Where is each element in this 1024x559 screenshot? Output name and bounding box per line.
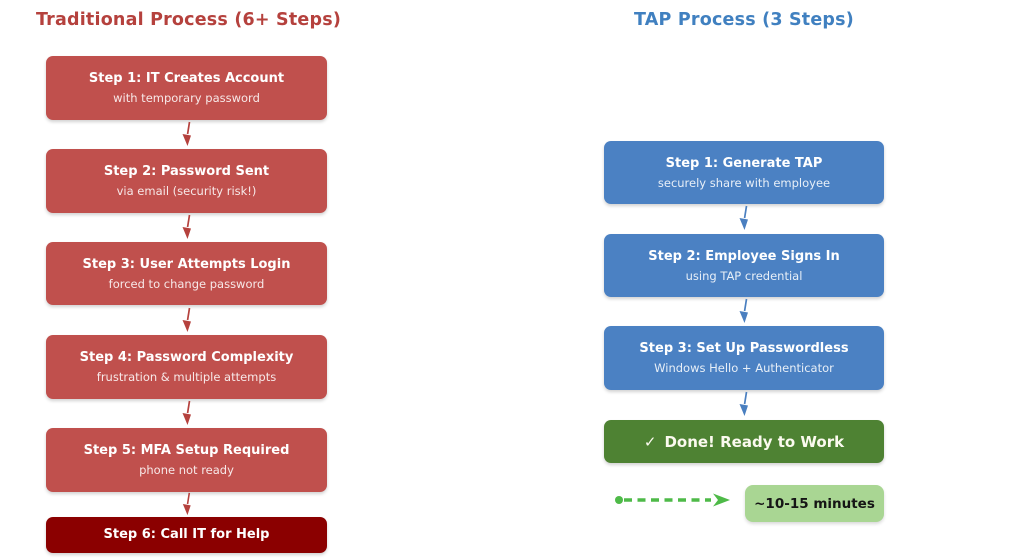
step-subtitle: securely share with employee	[657, 175, 831, 190]
step-subtitle: forced to change password	[108, 276, 265, 291]
step-title: Step 5: MFA Setup Required	[83, 443, 290, 458]
step-title: Step 6: Call IT for Help	[103, 527, 270, 542]
step-title: Step 1: IT Creates Account	[88, 71, 285, 86]
tap-step-3: Step 3: Set Up Passwordless Windows Hell…	[604, 326, 884, 390]
step-title: Step 2: Employee Signs In	[648, 248, 840, 264]
tap-step-2: Step 2: Employee Signs In using TAP cred…	[604, 234, 884, 297]
traditional-process-title: Traditional Process (6+ Steps)	[35, 10, 342, 30]
tap-step-1: Step 1: Generate TAP securely share with…	[604, 141, 884, 204]
time-badge: ~10-15 minutes	[745, 485, 884, 522]
traditional-step-3: Step 3: User Attempts Login forced to ch…	[46, 242, 327, 305]
down-arrow-icon	[182, 121, 191, 146]
step-title: Step 4: Password Complexity	[79, 350, 294, 365]
step-subtitle: using TAP credential	[685, 268, 803, 283]
traditional-step-6: Step 6: Call IT for Help	[46, 517, 327, 553]
down-arrow-icon	[739, 205, 748, 230]
down-arrow-icon	[739, 391, 748, 416]
check-icon: ✓	[643, 432, 657, 451]
down-arrow-icon	[182, 400, 191, 425]
step-subtitle: frustration & multiple attempts	[96, 370, 277, 384]
traditional-step-2: Step 2: Password Sent via email (securit…	[46, 149, 327, 213]
done-label: Done! Ready to Work	[664, 432, 845, 451]
done-box: ✓ Done! Ready to Work	[604, 420, 884, 463]
traditional-step-1: Step 1: IT Creates Account with temporar…	[46, 56, 327, 120]
step-title: Step 3: User Attempts Login	[82, 256, 291, 272]
traditional-step-4: Step 4: Password Complexity frustration …	[46, 335, 327, 399]
step-title: Step 3: Set Up Passwordless	[639, 341, 849, 356]
dashed-right-arrow-icon	[615, 493, 730, 507]
down-arrow-icon	[739, 298, 748, 323]
down-arrow-icon	[182, 492, 191, 516]
down-arrow-icon	[182, 307, 191, 332]
down-arrow-icon	[182, 214, 191, 239]
step-subtitle: with temporary password	[113, 91, 260, 105]
step-subtitle: via email (security risk!)	[116, 184, 257, 198]
traditional-step-5: Step 5: MFA Setup Required phone not rea…	[46, 428, 327, 492]
step-subtitle: Windows Hello + Authenticator	[654, 361, 834, 375]
step-title: Step 2: Password Sent	[103, 164, 270, 179]
step-subtitle: phone not ready	[139, 463, 234, 477]
step-title: Step 1: Generate TAP	[665, 155, 823, 171]
tap-process-title: TAP Process (3 Steps)	[634, 10, 854, 30]
